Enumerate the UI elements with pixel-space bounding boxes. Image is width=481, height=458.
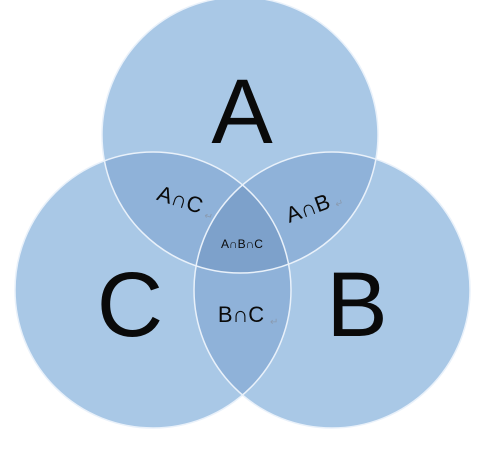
set-label-a: A (211, 61, 273, 163)
set-label-c: C (97, 254, 163, 356)
circle-a-outline (101, 0, 379, 274)
paragraph-mark-a-c: ↵ (203, 211, 214, 224)
region-label-a-b-c: A∩B∩C (221, 237, 263, 251)
circle-b-outline (193, 151, 471, 429)
region-label-b-c: B∩C (218, 302, 264, 327)
paragraph-mark-b-c: ↵ (270, 317, 278, 328)
set-label-b: B (326, 254, 387, 356)
circle-c-outline (14, 151, 292, 429)
overlap-a-b-c (194, 152, 291, 273)
paragraph-mark-a-b: ↵ (334, 198, 346, 211)
